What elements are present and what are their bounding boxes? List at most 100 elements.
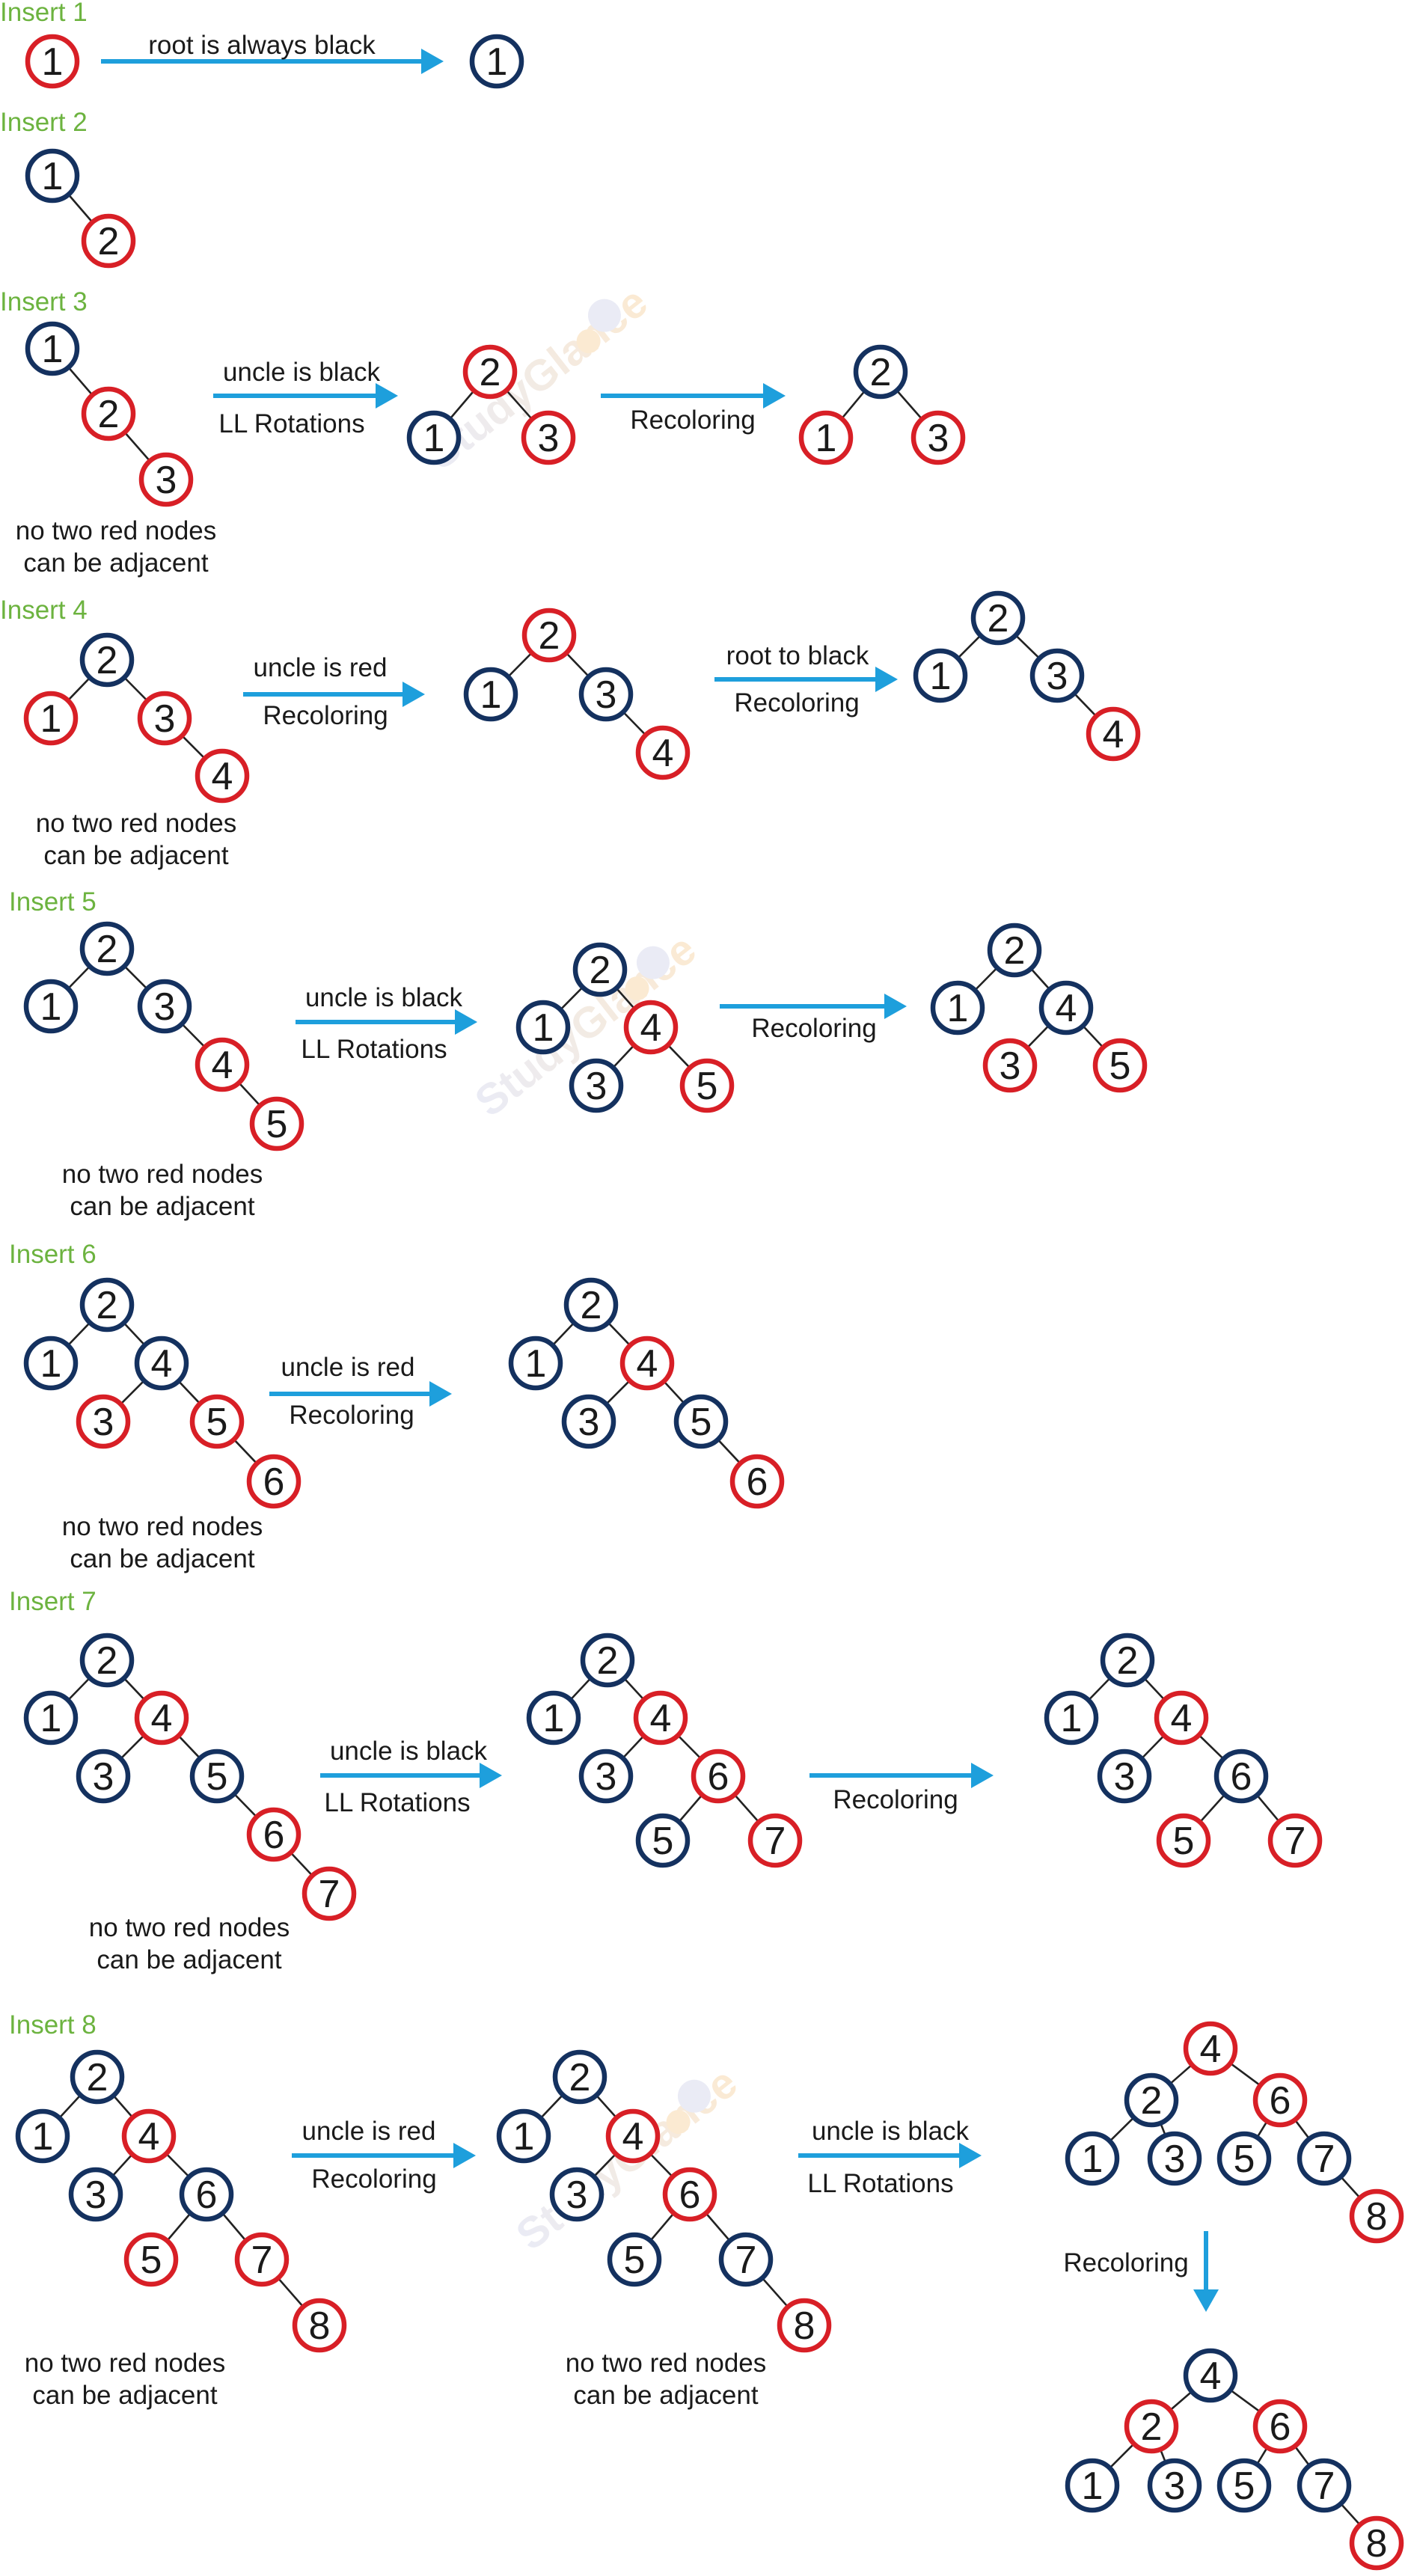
tree: 12 <box>25 148 136 269</box>
arrow-label: root is always black <box>148 31 376 60</box>
black-node: 2 <box>79 1633 135 1688</box>
red-node: 4 <box>121 2108 177 2164</box>
tree-edge <box>623 1677 645 1701</box>
node-value: 1 <box>525 1342 547 1386</box>
node-circle <box>76 1394 131 1449</box>
red-node: 4 <box>1154 1690 1209 1746</box>
black-node: 2 <box>580 1633 635 1688</box>
node-circle <box>463 667 518 722</box>
black-node: 3 <box>1097 1749 1152 1804</box>
tree-edge <box>1088 1677 1111 1701</box>
red-node: 4 <box>1086 706 1141 762</box>
red-node: 4 <box>134 1690 189 1746</box>
tree-edge <box>181 1023 206 1048</box>
node-value: 4 <box>151 1342 173 1386</box>
watermark-figure-icon <box>625 976 649 1001</box>
tree-edge <box>123 1322 146 1346</box>
node-circle <box>508 1336 563 1391</box>
step-title: Insert 1 <box>0 0 88 27</box>
node-circle <box>718 2232 774 2287</box>
rule-note-line: can be adjacent <box>97 1945 281 1974</box>
tree-edge <box>67 367 94 396</box>
node-value: 7 <box>319 1873 340 1916</box>
tree-edge <box>896 389 923 420</box>
node-circle <box>195 748 250 804</box>
node-circle <box>1100 1633 1155 1688</box>
rule-note-line: can be adjacent <box>32 2381 217 2410</box>
node-value: 3 <box>93 1755 114 1799</box>
tree-edge <box>123 1677 146 1701</box>
node-circle <box>234 2232 290 2287</box>
arrow-head-icon <box>884 994 907 1019</box>
tree-edge <box>607 1321 631 1347</box>
node-value: 4 <box>640 1006 662 1050</box>
node-circle <box>462 344 518 400</box>
node-circle <box>578 1749 634 1804</box>
node-circle <box>673 1394 729 1449</box>
black-node: 2 <box>853 344 908 400</box>
node-value: 1 <box>40 985 62 1029</box>
red-node: 2 <box>1124 2399 1179 2454</box>
watermark-layer: StudyGlanceStudyGlanceStudyGlance <box>417 278 746 2260</box>
node-circle <box>1267 1813 1323 1868</box>
node-circle <box>406 410 462 465</box>
red-node: 3 <box>910 410 966 465</box>
arrow-head-icon <box>959 2143 982 2168</box>
node-circle <box>515 1000 571 1055</box>
node-circle <box>987 923 1042 978</box>
red-node: 3 <box>76 1394 131 1449</box>
node-value: 2 <box>480 351 501 394</box>
node-circle <box>76 1749 131 1804</box>
node-value: 1 <box>930 655 952 698</box>
node-value: 1 <box>486 40 508 84</box>
black-node: 6 <box>1213 1749 1269 1804</box>
node-circle <box>572 942 628 997</box>
node-value: 2 <box>581 1284 602 1327</box>
tree-edge <box>1169 2063 1193 2085</box>
tree-edge <box>1141 1734 1165 1760</box>
node-value: 3 <box>93 1401 114 1444</box>
tree-edge <box>1143 1677 1166 1701</box>
node-value: 5 <box>691 1401 712 1444</box>
red-node: 2 <box>521 608 577 663</box>
node-value: 3 <box>1164 2138 1186 2181</box>
node-value: 2 <box>539 614 560 658</box>
step-title: Insert 6 <box>9 1240 97 1269</box>
arrow-label: uncle is black <box>305 983 463 1012</box>
black-node: 2 <box>1100 1633 1155 1688</box>
node-value: 4 <box>1103 713 1124 756</box>
arrow-label: LL Rotations <box>807 2169 953 2198</box>
black-node: 3 <box>1147 2458 1202 2513</box>
node-circle <box>635 1813 691 1868</box>
step-insert-2: Insert 212 <box>0 108 136 269</box>
rule-note-line: no two red nodes <box>89 1913 290 1942</box>
arrow-head-icon <box>971 1763 994 1788</box>
node-value: 4 <box>652 732 674 775</box>
red-node: 1 <box>25 34 80 89</box>
node-value: 1 <box>513 2115 535 2159</box>
black-node: 1 <box>930 980 985 1035</box>
node-circle <box>549 2167 605 2222</box>
tree-edge <box>67 1321 91 1347</box>
node-value: 4 <box>637 1342 658 1386</box>
black-node: 1 <box>25 321 80 376</box>
red-node: 4 <box>635 725 691 780</box>
black-node: 3 <box>137 979 192 1034</box>
node-circle <box>496 2108 551 2164</box>
transition-arrow: Recoloring <box>720 994 907 1043</box>
node-circle <box>970 590 1026 646</box>
node-circle <box>521 608 577 663</box>
node-circle <box>662 2167 717 2222</box>
